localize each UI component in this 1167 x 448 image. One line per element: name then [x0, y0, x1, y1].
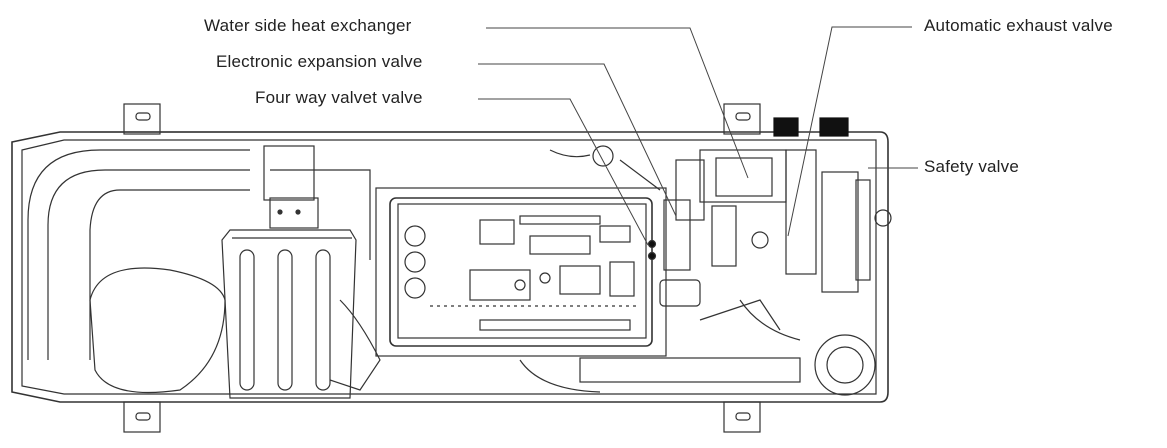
leader-four-way-valve [478, 98, 649, 246]
motor-bracket [221, 145, 357, 399]
water-side-heat-exchanger [675, 149, 787, 221]
unit-housing [11, 131, 889, 403]
label-water-side-heat-exchanger: Water side heat exchanger [204, 16, 412, 35]
automatic-exhaust-valve [773, 117, 849, 275]
leader-heat-exchanger [486, 27, 749, 179]
leader-exhaust-valve [787, 26, 912, 237]
leader-lines [478, 26, 918, 246]
label-safety-valve: Safety valve [924, 157, 1020, 176]
label-four-way-valve: Four way valvet valve [255, 88, 423, 107]
refrigerant-piping [549, 145, 781, 331]
label-automatic-exhaust-valve: Automatic exhaust valve [924, 16, 1113, 35]
four-way-valve [647, 239, 701, 307]
safety-valve [821, 171, 892, 293]
pcb-board [404, 215, 640, 331]
leader-expansion-valve [478, 63, 677, 217]
label-electronic-expansion-valve: Electronic expansion valve [216, 52, 423, 71]
pump-assembly [519, 299, 876, 396]
pipe-loop [27, 149, 371, 360]
fan-blade [89, 267, 381, 394]
electronic-expansion-valve [663, 199, 737, 271]
control-box [375, 187, 667, 357]
